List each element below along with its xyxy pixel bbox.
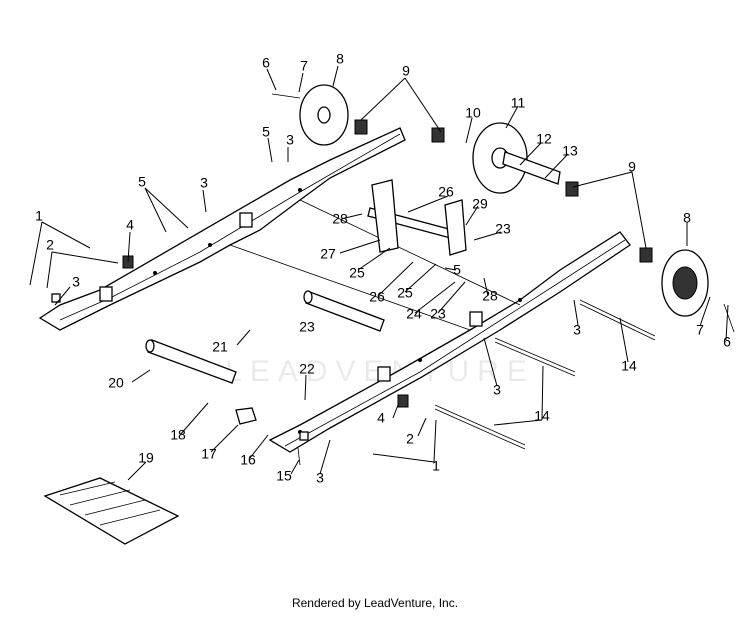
- slide-mat-19: [43, 477, 180, 545]
- callout-9: 9: [402, 63, 410, 79]
- callout-2: 2: [406, 431, 414, 447]
- small-hardware: [51, 93, 735, 466]
- callout-11: 11: [511, 95, 526, 111]
- callout-3: 3: [72, 274, 80, 290]
- callout-8: 8: [683, 210, 691, 226]
- callout-22: 22: [299, 361, 315, 377]
- callout-6: 6: [262, 55, 270, 71]
- callout-12: 12: [536, 131, 552, 147]
- callout-28: 28: [482, 288, 498, 304]
- footer-credit: Rendered by LeadVenture, Inc.: [291, 596, 459, 610]
- callout-4: 4: [126, 217, 134, 233]
- bracket-29: [371, 179, 467, 256]
- callout-23: 23: [495, 221, 511, 237]
- callout-27: 27: [320, 246, 336, 262]
- callout-16: 16: [240, 452, 256, 468]
- callout-14: 14: [621, 358, 637, 374]
- callout-15: 15: [276, 468, 292, 484]
- callout-25: 25: [349, 265, 365, 281]
- callout-3: 3: [316, 470, 324, 486]
- callout-17: 17: [201, 446, 217, 462]
- callout-1: 1: [35, 208, 43, 224]
- callout-4: 4: [377, 410, 385, 426]
- callout-3: 3: [573, 322, 581, 338]
- right-rail: [268, 231, 631, 453]
- callout-3: 3: [200, 175, 208, 191]
- callout-10: 10: [465, 105, 481, 121]
- callout-20: 20: [108, 375, 124, 391]
- callout-29: 29: [472, 196, 488, 212]
- bolt-14: [434, 299, 656, 450]
- upper-shaft: [229, 199, 521, 331]
- callout-26: 26: [438, 184, 454, 200]
- callout-13: 13: [562, 143, 578, 159]
- left-rail: [38, 127, 406, 331]
- callout-1: 1: [432, 458, 440, 474]
- callout-3: 3: [286, 132, 294, 148]
- callout-19: 19: [138, 450, 154, 466]
- callout-28: 28: [332, 211, 348, 227]
- callout-5: 5: [453, 262, 461, 278]
- callout-9: 9: [628, 159, 636, 175]
- leader-lines: [29, 65, 729, 481]
- callout-labels: 1 2 3 4 5 3 5 3 6 7 8 9 10 11 12 13 9 8 …: [35, 51, 731, 486]
- callout-14: 14: [534, 408, 550, 424]
- callout-26: 26: [369, 289, 385, 305]
- callout-18: 18: [170, 427, 186, 443]
- callout-7: 7: [300, 58, 308, 74]
- callout-23: 23: [430, 306, 446, 322]
- callout-8: 8: [336, 51, 344, 67]
- callout-21: 21: [212, 339, 228, 355]
- callout-2: 2: [46, 237, 54, 253]
- callout-25: 25: [397, 285, 413, 301]
- tube-21: [303, 290, 385, 332]
- tube-20: [145, 339, 237, 384]
- callout-6: 6: [723, 334, 731, 350]
- wheel-11: [472, 122, 561, 194]
- callout-24: 24: [406, 306, 422, 322]
- callout-5: 5: [138, 174, 146, 190]
- wheel-8-right: [661, 249, 709, 317]
- wheel-8-top: [299, 84, 349, 146]
- callout-3: 3: [493, 382, 501, 398]
- callout-7: 7: [696, 322, 704, 338]
- callout-5: 5: [262, 124, 270, 140]
- callout-23: 23: [299, 319, 315, 335]
